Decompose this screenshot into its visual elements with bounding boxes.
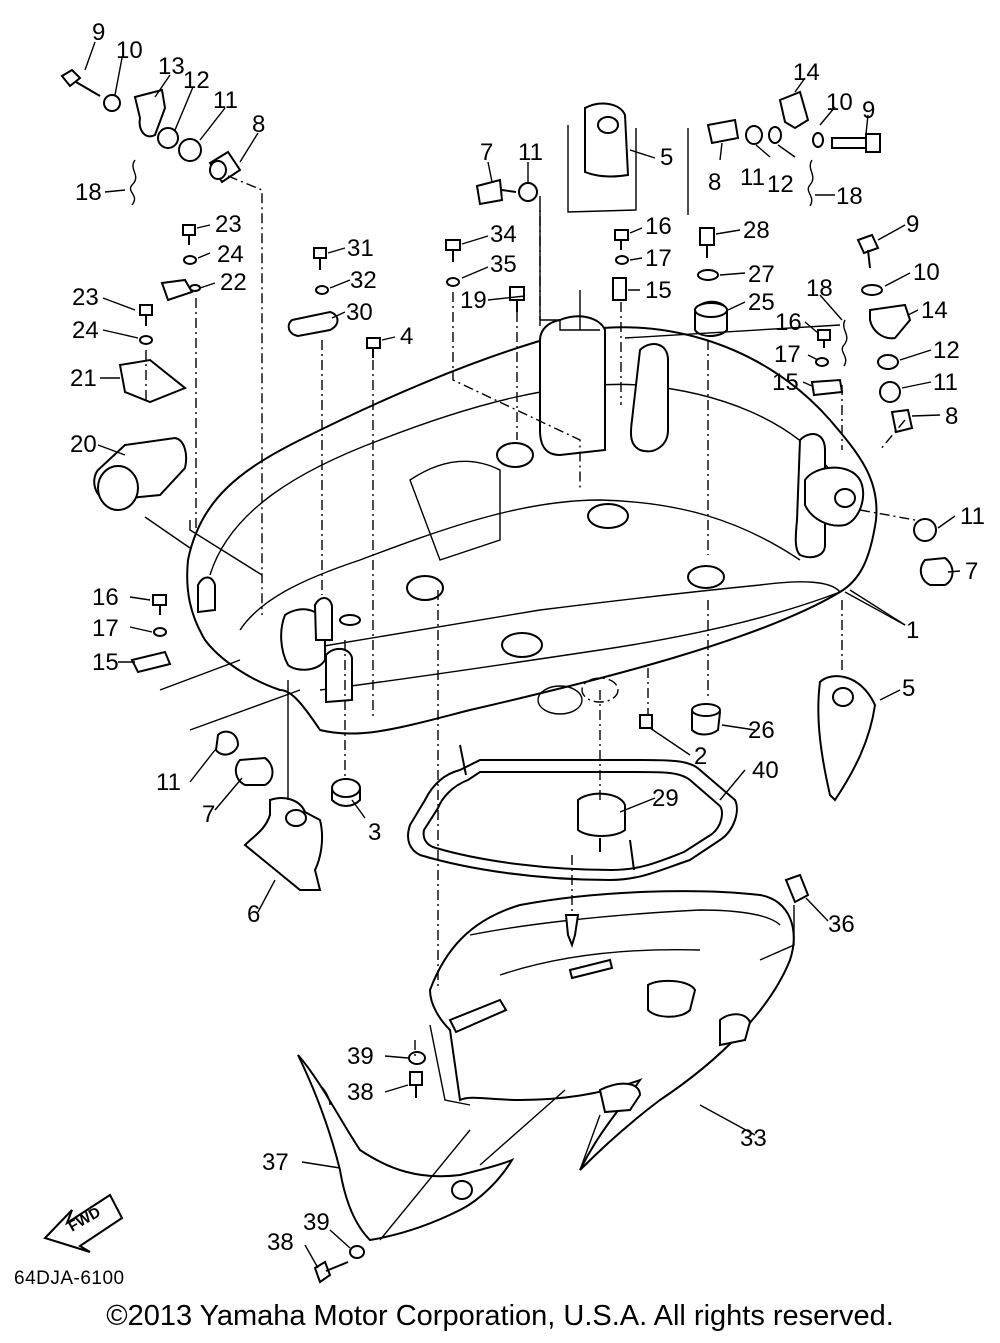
callout-25: 25 bbox=[748, 289, 775, 316]
callout-24: 24 bbox=[217, 241, 244, 268]
callout-11: 11 bbox=[933, 369, 958, 396]
callout-27: 27 bbox=[748, 261, 775, 288]
callout-5: 5 bbox=[902, 675, 915, 702]
callout-12: 12 bbox=[933, 337, 960, 364]
callout-15: 15 bbox=[772, 369, 799, 396]
callout-40: 40 bbox=[752, 757, 779, 784]
bracket-part-5-top bbox=[567, 102, 637, 213]
callout-36: 36 bbox=[828, 911, 855, 938]
callout-14: 14 bbox=[921, 297, 948, 324]
callout-9: 9 bbox=[862, 97, 875, 124]
callout-12: 12 bbox=[767, 171, 794, 198]
callout-38: 38 bbox=[347, 1079, 374, 1106]
callout-38: 38 bbox=[267, 1229, 294, 1256]
callout-2: 2 bbox=[694, 743, 707, 770]
callout-20: 20 bbox=[70, 431, 97, 458]
callout-18: 18 bbox=[75, 179, 102, 206]
bracket-part-5-right bbox=[817, 675, 877, 802]
callout-33: 33 bbox=[740, 1125, 767, 1152]
callout-5: 5 bbox=[660, 144, 673, 171]
callout-16: 16 bbox=[92, 584, 119, 611]
callout-8: 8 bbox=[945, 403, 958, 430]
callout-7: 7 bbox=[202, 801, 215, 828]
callout-10: 10 bbox=[826, 89, 853, 116]
callout-29: 29 bbox=[652, 785, 679, 812]
callout-9: 9 bbox=[906, 211, 919, 238]
callout-labels: 9 10 13 12 11 8 18 23 24 22 23 24 21 20 … bbox=[70, 19, 985, 1269]
callout-12: 12 bbox=[183, 67, 210, 94]
callout-37: 37 bbox=[262, 1149, 289, 1176]
callout-18: 18 bbox=[806, 275, 833, 302]
callout-8: 8 bbox=[252, 111, 265, 138]
callout-19: 19 bbox=[460, 287, 487, 314]
callout-10: 10 bbox=[913, 259, 940, 286]
callout-17: 17 bbox=[645, 245, 672, 272]
callout-11: 11 bbox=[213, 87, 238, 114]
callout-13: 13 bbox=[158, 53, 185, 80]
callout-35: 35 bbox=[490, 251, 517, 278]
hardware-parts bbox=[60, 68, 954, 1284]
callout-6: 6 bbox=[247, 901, 260, 928]
lower-cover-part-37 bbox=[297, 1054, 515, 1242]
callout-1: 1 bbox=[906, 617, 919, 644]
frame-part-40 bbox=[407, 744, 738, 882]
callout-21: 21 bbox=[70, 365, 97, 392]
callout-7: 7 bbox=[965, 558, 978, 585]
callout-3: 3 bbox=[368, 819, 381, 846]
callout-10: 10 bbox=[116, 37, 143, 64]
callout-9: 9 bbox=[92, 19, 105, 46]
bracket-part-6 bbox=[243, 797, 324, 891]
callout-17: 17 bbox=[92, 615, 119, 642]
callout-17: 17 bbox=[774, 341, 801, 368]
callout-24: 24 bbox=[72, 317, 99, 344]
callout-7: 7 bbox=[480, 139, 493, 166]
callout-39: 39 bbox=[347, 1043, 374, 1070]
fwd-arrow-icon: FWD bbox=[43, 1193, 124, 1253]
callout-32: 32 bbox=[350, 267, 377, 294]
drawing-code: 64DJA-6100 bbox=[14, 1268, 125, 1289]
callout-16: 16 bbox=[775, 309, 802, 336]
callout-22: 22 bbox=[220, 269, 247, 296]
callout-11: 11 bbox=[740, 164, 765, 191]
callout-31: 31 bbox=[347, 235, 374, 262]
callout-15: 15 bbox=[645, 277, 672, 304]
callout-26: 26 bbox=[748, 717, 775, 744]
lower-cover-part-33 bbox=[428, 890, 795, 1171]
callout-14: 14 bbox=[793, 59, 820, 86]
callout-23: 23 bbox=[72, 284, 99, 311]
callout-39: 39 bbox=[303, 1209, 330, 1236]
callout-30: 30 bbox=[346, 299, 373, 326]
leader-lines bbox=[144, 128, 916, 1241]
callout-28: 28 bbox=[743, 217, 770, 244]
callout-15: 15 bbox=[92, 649, 119, 676]
callout-16: 16 bbox=[645, 213, 672, 240]
callout-23: 23 bbox=[215, 211, 242, 238]
callout-11: 11 bbox=[960, 503, 985, 530]
copyright-notice: ©2013 Yamaha Motor Corporation, U.S.A. A… bbox=[106, 1300, 894, 1332]
callout-34: 34 bbox=[490, 221, 517, 248]
callout-8: 8 bbox=[708, 169, 721, 196]
callout-18: 18 bbox=[836, 183, 863, 210]
callout-11: 11 bbox=[518, 139, 543, 166]
callout-11: 11 bbox=[156, 769, 181, 796]
bottom-cowling bbox=[186, 315, 878, 735]
callout-4: 4 bbox=[400, 323, 413, 350]
